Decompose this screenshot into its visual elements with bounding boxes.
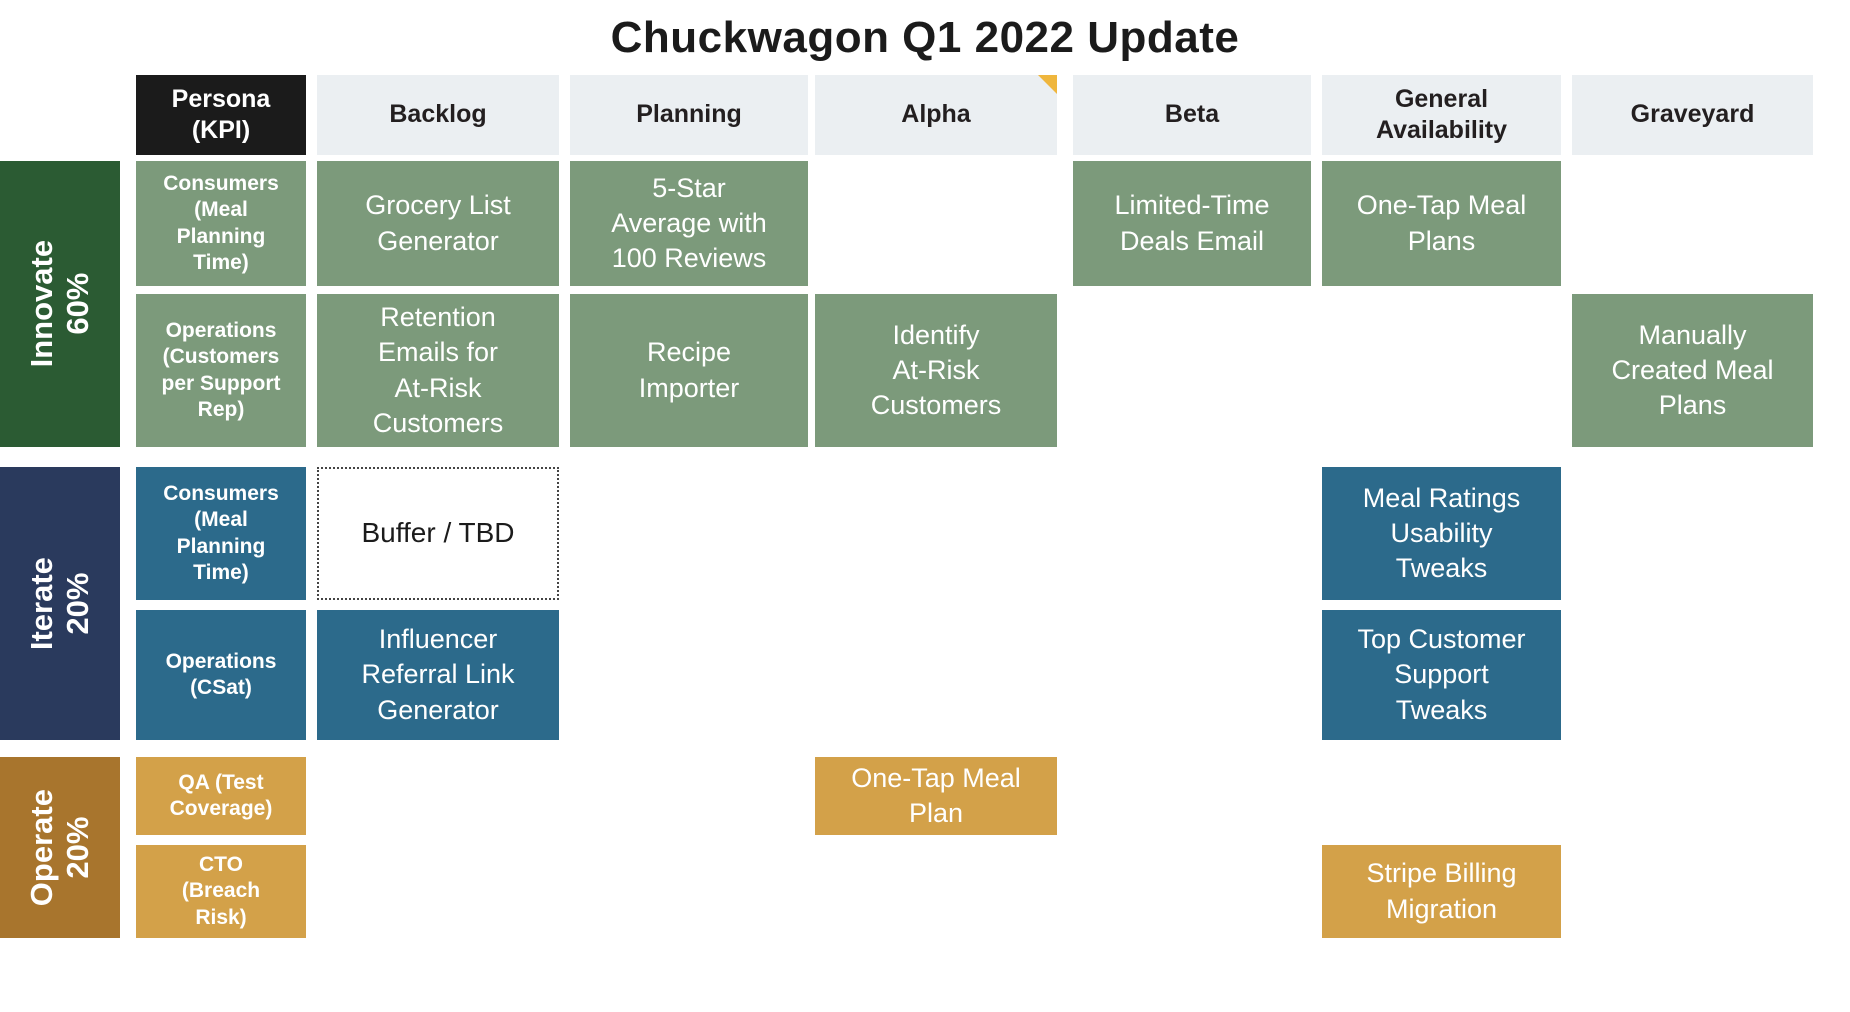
section-label-operate-text: Operate 20% xyxy=(24,789,95,906)
section-label-iterate-text: Iterate 20% xyxy=(24,557,95,650)
card-identify-at-risk-customers[interactable]: Identify At-Risk Customers xyxy=(815,294,1057,447)
kpi-card-iterate-operations-csat[interactable]: Operations (CSat) xyxy=(136,610,306,740)
section-label-innovate-text: Innovate 60% xyxy=(24,240,95,367)
column-header-persona[interactable]: Persona (KPI) xyxy=(136,75,306,155)
page-title: Chuckwagon Q1 2022 Update xyxy=(610,12,1240,62)
section-name: Innovate xyxy=(24,240,60,368)
card-stripe-billing-migration[interactable]: Stripe Billing Migration xyxy=(1322,845,1561,938)
section-name: Operate xyxy=(24,788,60,907)
kpi-card-innovate-operations[interactable]: Operations (Customers per Support Rep) xyxy=(136,294,306,447)
card-influencer-referral-link-generator[interactable]: Influencer Referral Link Generator xyxy=(317,610,559,740)
column-header-graveyard[interactable]: Graveyard xyxy=(1572,75,1813,155)
roadmap-grid: Persona (KPI) Backlog Planning Alpha Bet… xyxy=(0,75,1850,938)
column-header-alpha[interactable]: Alpha xyxy=(815,75,1057,155)
card-retention-emails[interactable]: Retention Emails for At-Risk Customers xyxy=(317,294,559,447)
section-name: Iterate xyxy=(24,556,60,651)
card-top-customer-support-tweaks[interactable]: Top Customer Support Tweaks xyxy=(1322,610,1561,740)
section-label-operate[interactable]: Operate 20% xyxy=(0,757,120,938)
card-limited-time-deals-email[interactable]: Limited-Time Deals Email xyxy=(1073,161,1311,286)
section-percent: 20% xyxy=(59,816,95,879)
card-one-tap-meal-plans[interactable]: One-Tap Meal Plans xyxy=(1322,161,1561,286)
column-header-backlog[interactable]: Backlog xyxy=(317,75,559,155)
kpi-card-operate-cto[interactable]: CTO (Breach Risk) xyxy=(136,845,306,938)
kpi-card-innovate-consumers[interactable]: Consumers (Meal Planning Time) xyxy=(136,161,306,286)
column-header-alpha-label: Alpha xyxy=(901,100,971,129)
card-five-star-average[interactable]: 5-Star Average with 100 Reviews xyxy=(570,161,808,286)
card-manually-created-meal-plans[interactable]: Manually Created Meal Plans xyxy=(1572,294,1813,447)
title-bar: Chuckwagon Q1 2022 Update xyxy=(0,0,1850,75)
kpi-card-operate-qa[interactable]: QA (Test Coverage) xyxy=(136,757,306,835)
card-recipe-importer[interactable]: Recipe Importer xyxy=(570,294,808,447)
column-header-general-availability[interactable]: General Availability xyxy=(1322,75,1561,155)
kpi-card-iterate-consumers[interactable]: Consumers (Meal Planning Time) xyxy=(136,467,306,600)
column-header-planning[interactable]: Planning xyxy=(570,75,808,155)
card-one-tap-meal-plan[interactable]: One-Tap Meal Plan xyxy=(815,757,1057,835)
section-label-iterate[interactable]: Iterate 20% xyxy=(0,467,120,740)
card-meal-ratings-usability-tweaks[interactable]: Meal Ratings Usability Tweaks xyxy=(1322,467,1561,600)
column-header-beta[interactable]: Beta xyxy=(1073,75,1311,155)
card-grocery-list-generator[interactable]: Grocery List Generator xyxy=(317,161,559,286)
section-percent: 60% xyxy=(60,272,95,336)
section-percent: 20% xyxy=(59,572,95,635)
comment-marker-icon xyxy=(1038,75,1057,94)
card-buffer-tbd[interactable]: Buffer / TBD xyxy=(317,467,559,600)
section-label-innovate[interactable]: Innovate 60% xyxy=(0,161,120,447)
